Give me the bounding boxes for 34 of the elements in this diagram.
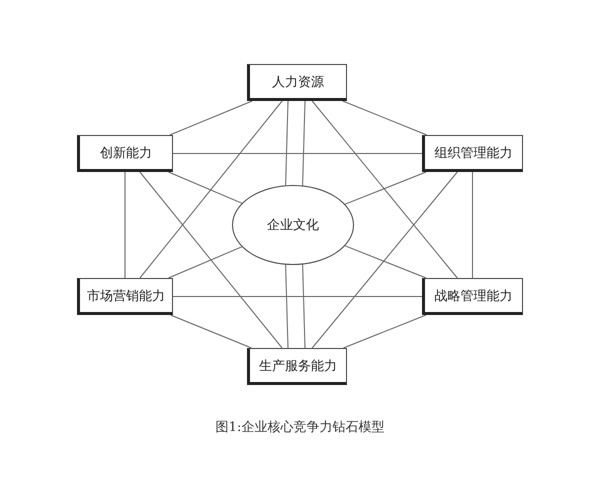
- process-box: [77, 135, 173, 172]
- connector-line: [139, 100, 283, 278]
- process-box: [247, 64, 347, 101]
- connector-line: [124, 172, 126, 278]
- connector-line: [312, 172, 458, 348]
- process-box: [422, 278, 523, 315]
- connector-line: [312, 100, 458, 278]
- connector-line: [342, 100, 428, 136]
- connector-line: [342, 314, 427, 348]
- connector-line: [139, 172, 283, 348]
- node-label: 组织管理能力: [434, 144, 512, 162]
- process-box: [247, 348, 347, 385]
- connector-line: [344, 245, 427, 278]
- connector-line: [172, 296, 422, 297]
- connector-line: [302, 264, 306, 348]
- node-label: 企业文化: [267, 217, 319, 234]
- node-label: 市场营销能力: [87, 288, 165, 304]
- connector-line: [170, 314, 252, 348]
- connector-line: [302, 100, 306, 186]
- figure-caption: 图1:企业核心竞争力钻石模型: [214, 419, 386, 436]
- connector-line: [168, 246, 242, 278]
- connector-line: [168, 172, 242, 204]
- connector-line: [344, 172, 427, 205]
- connector-line: [285, 264, 288, 348]
- connector-line: [472, 172, 473, 278]
- connector-line: [285, 100, 288, 186]
- node-label: 生产服务能力: [259, 358, 337, 374]
- node-label: 战略管理能力: [434, 288, 512, 304]
- process-box: [422, 135, 523, 172]
- node-label: 创新能力: [100, 144, 152, 162]
- node-label: 人力资源: [272, 74, 324, 90]
- connector-line: [172, 153, 422, 154]
- process-box: [77, 278, 173, 315]
- connector-line: [169, 100, 253, 136]
